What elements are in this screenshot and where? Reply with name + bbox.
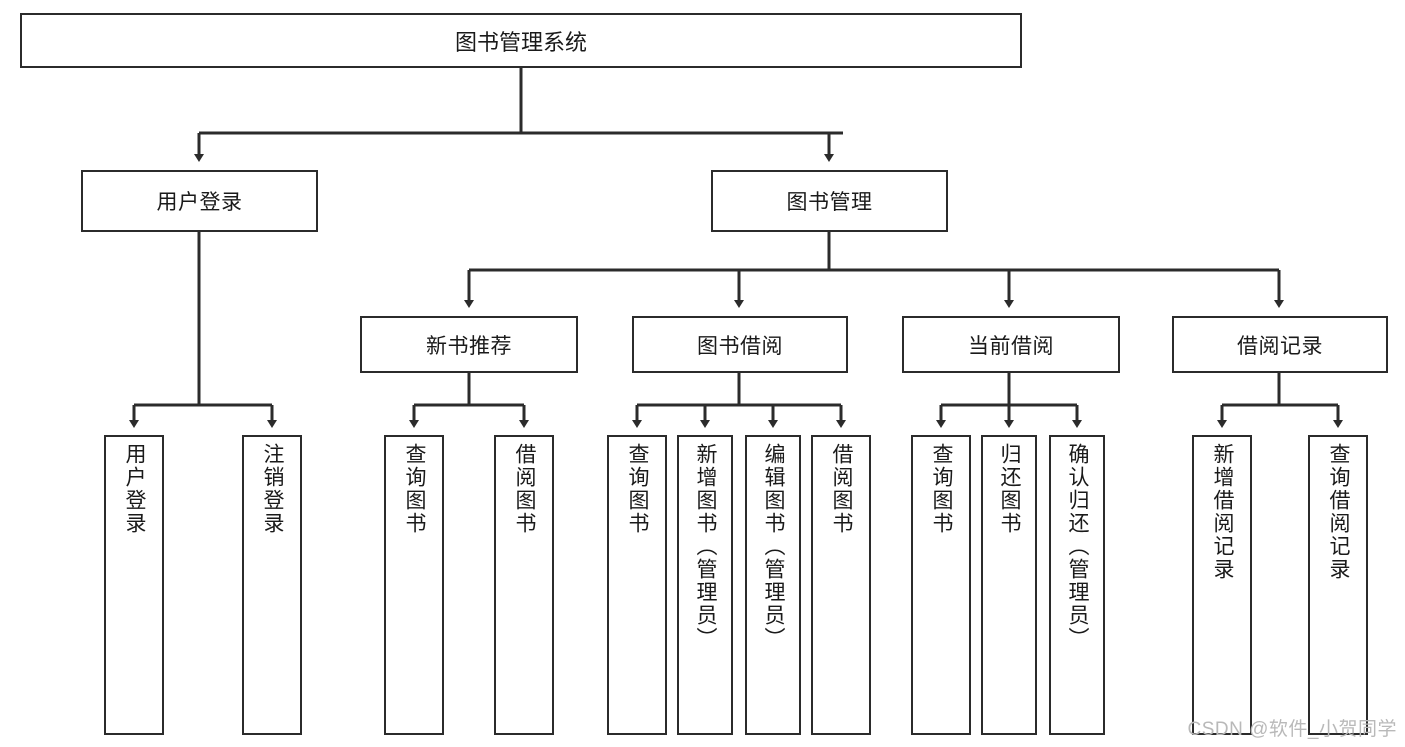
- node-label: 查询借阅记录: [1327, 443, 1351, 581]
- node-label: 图书管理系统: [454, 29, 587, 55]
- node-label: 查询图书: [403, 443, 427, 535]
- node-label: 新增借阅记录: [1211, 443, 1235, 581]
- node-label: 确认归还（管理员）: [1066, 443, 1090, 650]
- node-current-borrow[interactable]: 当前借阅: [902, 316, 1120, 373]
- node-label: 用户登录: [156, 191, 243, 214]
- leaf-user-login[interactable]: 用户登录: [104, 435, 164, 735]
- node-label: 编辑图书（管理员）: [762, 443, 786, 650]
- watermark-text: CSDN @软件_小贺同学: [1187, 719, 1397, 740]
- node-label: 用户登录: [123, 443, 147, 535]
- leaf-query-book-new[interactable]: 查询图书: [384, 435, 444, 735]
- leaf-add-borrow-record[interactable]: 新增借阅记录: [1192, 435, 1252, 735]
- node-label: 归还图书: [998, 443, 1022, 535]
- leaf-borrow-book-new[interactable]: 借阅图书: [494, 435, 554, 735]
- node-label: 注销登录: [261, 443, 285, 535]
- leaf-return-book[interactable]: 归还图书: [981, 435, 1037, 735]
- leaf-add-book-admin[interactable]: 新增图书（管理员）: [677, 435, 733, 735]
- node-label: 借阅图书: [513, 443, 537, 535]
- leaf-borrow-book[interactable]: 借阅图书: [811, 435, 871, 735]
- leaf-confirm-return-admin[interactable]: 确认归还（管理员）: [1049, 435, 1105, 735]
- node-label: 当前借阅: [968, 334, 1054, 358]
- node-label: 查询图书: [626, 443, 650, 535]
- leaf-edit-book-admin[interactable]: 编辑图书（管理员）: [745, 435, 801, 735]
- leaf-query-book[interactable]: 查询图书: [607, 435, 667, 735]
- leaf-query-book-current[interactable]: 查询图书: [911, 435, 971, 735]
- node-borrow-record[interactable]: 借阅记录: [1172, 316, 1388, 373]
- node-label: 借阅图书: [830, 443, 854, 535]
- node-label: 新书推荐: [426, 334, 512, 358]
- leaf-query-borrow-record[interactable]: 查询借阅记录: [1308, 435, 1368, 735]
- node-book-borrow[interactable]: 图书借阅: [632, 316, 848, 373]
- node-book-management[interactable]: 图书管理: [711, 170, 948, 232]
- node-user-login[interactable]: 用户登录: [81, 170, 318, 232]
- node-label: 查询图书: [930, 443, 954, 535]
- node-label: 借阅记录: [1237, 334, 1323, 358]
- node-root-system[interactable]: 图书管理系统: [20, 13, 1022, 68]
- node-label: 新增图书（管理员）: [694, 443, 718, 650]
- node-new-book-recommend[interactable]: 新书推荐: [360, 316, 578, 373]
- node-label: 图书借阅: [697, 334, 783, 358]
- node-label: 图书管理: [786, 191, 873, 214]
- leaf-logout[interactable]: 注销登录: [242, 435, 302, 735]
